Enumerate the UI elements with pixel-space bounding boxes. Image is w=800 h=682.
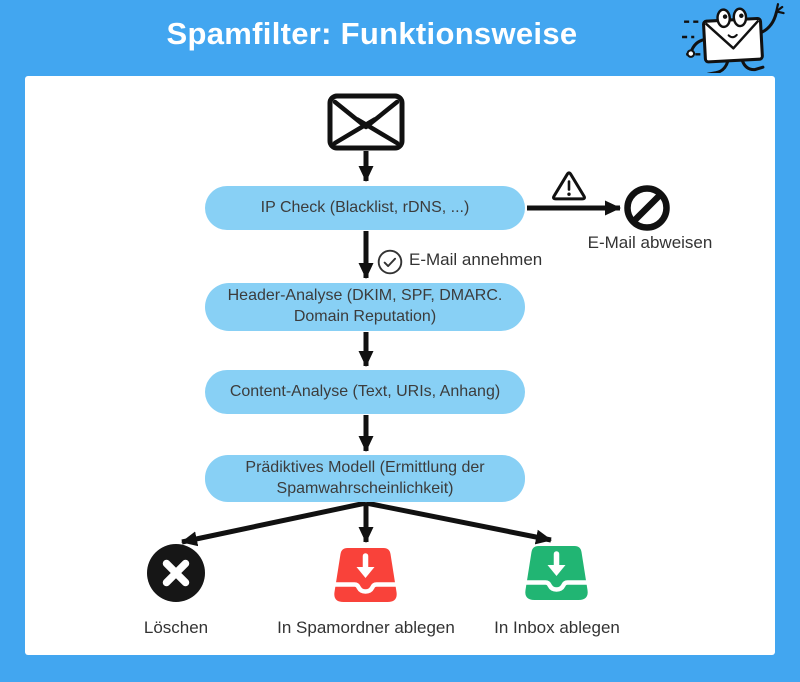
delete-x-circle-icon <box>147 544 205 602</box>
mail-mascot-illustration <box>682 3 785 73</box>
outcome-label-delete: Löschen <box>143 618 209 637</box>
spam-folder-icon <box>334 548 397 602</box>
outcome-label-spamfolder: In Spamordner ablegen <box>277 618 455 637</box>
flow-step-ip-check: IP Check (Blacklist, rDNS, ...) <box>205 186 525 230</box>
email-icon <box>327 93 405 151</box>
block-icon <box>624 185 670 231</box>
warning-icon <box>552 171 586 201</box>
accept-label: E-Mail annehmen <box>409 250 543 269</box>
flow-step-content-analyse: Content-Analyse (Text, URIs, Anhang) <box>205 370 525 414</box>
inbox-icon <box>525 546 588 600</box>
envelope-character-icon <box>686 3 785 73</box>
flow-step-header-analyse: Header-Analyse (DKIM, SPF, DMARC. Domain… <box>205 283 525 331</box>
outcome-label-inbox: In Inbox ablegen <box>494 618 620 637</box>
reject-label: E-Mail abweisen <box>587 233 713 252</box>
flowchart-panel <box>25 76 775 655</box>
check-circle-icon <box>377 249 403 275</box>
page-title: Spamfilter: Funktionsweise <box>166 16 578 51</box>
flow-step-predictive-model: Prädiktives Modell (Ermittlung der Spamw… <box>205 455 525 502</box>
